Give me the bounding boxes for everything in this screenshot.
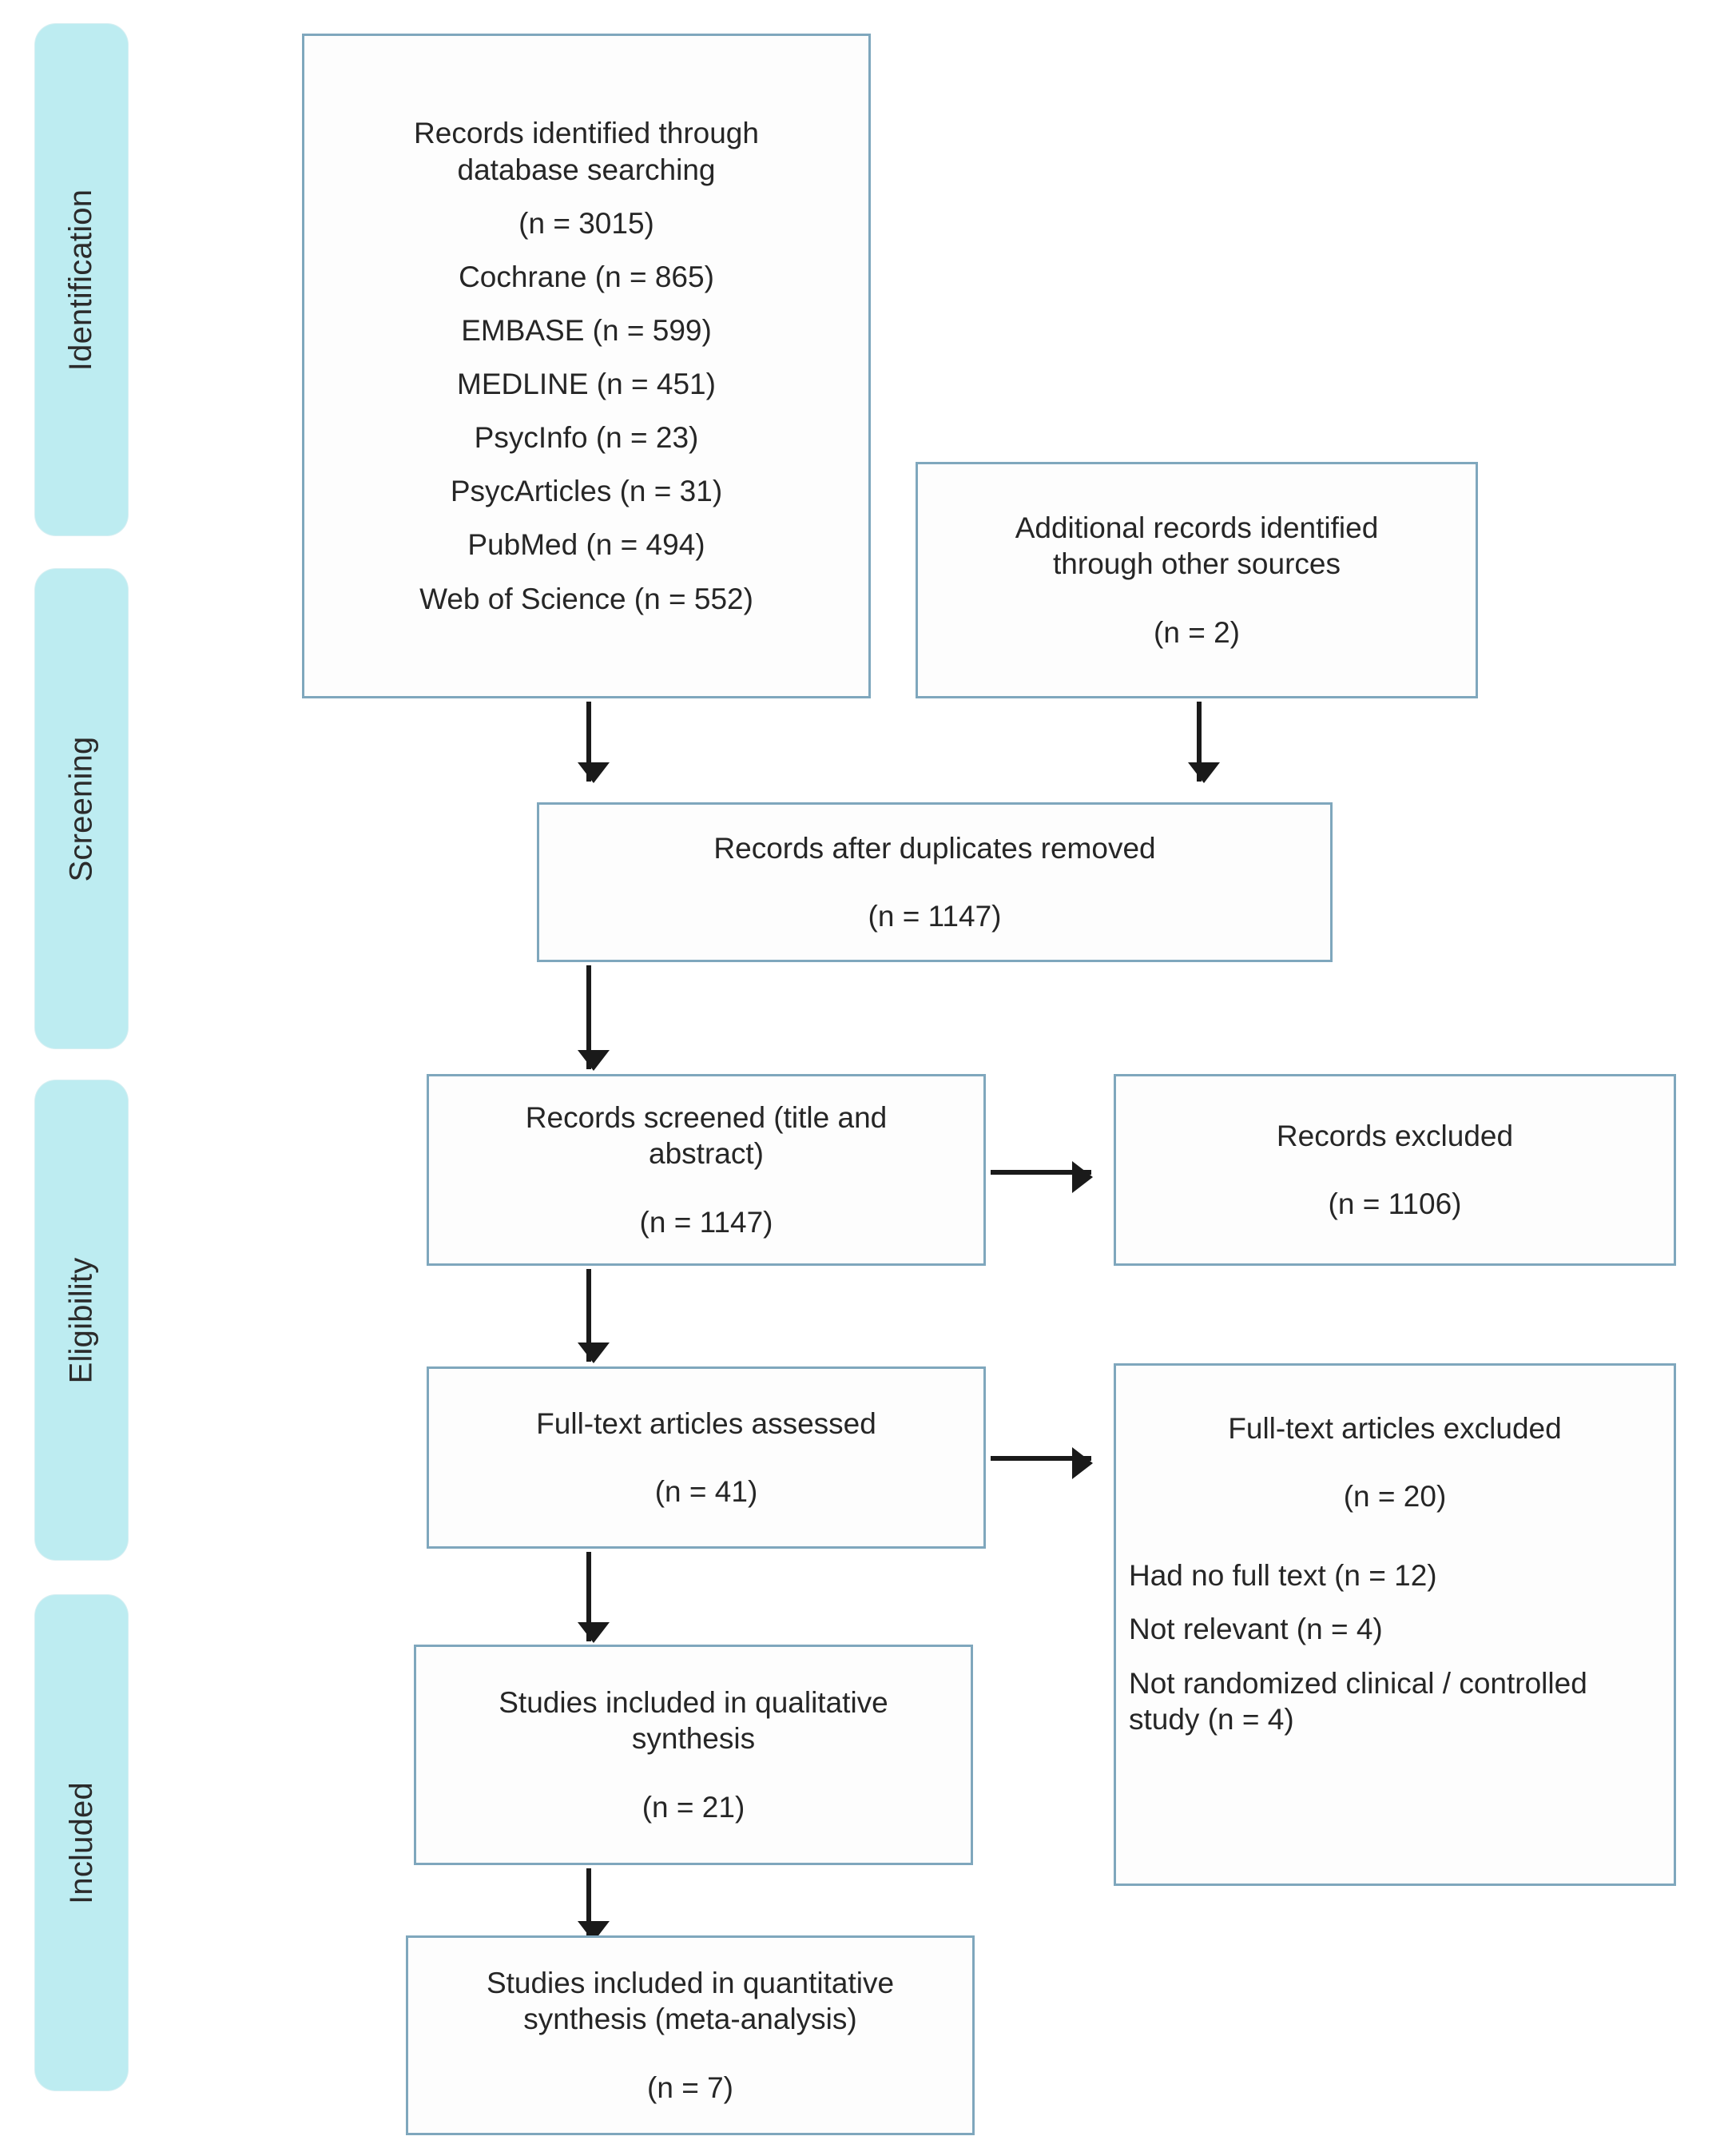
records-identified-source-psycarticles: PsycArticles (n = 31) bbox=[450, 475, 723, 508]
box-qualitative-synthesis: Studies included in qualitative synthesi… bbox=[414, 1645, 973, 1865]
connector-screened-to-excluded bbox=[991, 1161, 1093, 1193]
box-fulltext-assessed: Full-text articles assessed (n = 41) bbox=[427, 1366, 986, 1549]
box-records-screened: Records screened (title and abstract) (n… bbox=[427, 1074, 986, 1266]
connector-additional-to-dedup bbox=[1188, 702, 1220, 783]
additional-records-heading: Additional records identified through ot… bbox=[1015, 511, 1379, 581]
box-records-identified: Records identified through database sear… bbox=[302, 34, 871, 698]
records-excluded-count: (n = 1106) bbox=[1328, 1187, 1462, 1220]
fulltext-assessed-heading: Full-text articles assessed bbox=[536, 1406, 876, 1440]
fulltext-excluded-reason-not-randomized: Not randomized clinical / controlled stu… bbox=[1129, 1666, 1587, 1736]
records-identified-source-psycinfo: PsycInfo (n = 23) bbox=[474, 421, 699, 455]
box-duplicates-removed: Records after duplicates removed (n = 11… bbox=[537, 802, 1333, 962]
records-identified-source-medline: MEDLINE (n = 451) bbox=[457, 368, 716, 400]
fulltext-excluded-reason-no-full-text: Had no full text (n = 12) bbox=[1129, 1559, 1437, 1593]
stage-tab-screening: Screening bbox=[35, 569, 128, 1048]
stage-label-screening: Screening bbox=[63, 736, 99, 881]
duplicates-removed-count: (n = 1147) bbox=[868, 900, 1002, 933]
connector-identified-to-dedup bbox=[578, 702, 610, 783]
additional-records-count: (n = 2) bbox=[1154, 615, 1240, 649]
fulltext-excluded-heading: Full-text articles excluded bbox=[1228, 1412, 1562, 1445]
stage-tab-included: Included bbox=[35, 1595, 128, 2090]
records-screened-heading: Records screened (title and abstract) bbox=[525, 1101, 888, 1171]
box-quantitative-synthesis: Studies included in quantitative synthes… bbox=[406, 1935, 975, 2135]
stage-label-identification: Identification bbox=[63, 189, 99, 371]
records-excluded-heading: Records excluded bbox=[1276, 1119, 1514, 1152]
box-records-excluded: Records excluded (n = 1106) bbox=[1114, 1074, 1676, 1266]
box-additional-records: Additional records identified through ot… bbox=[916, 462, 1478, 698]
records-identified-heading: Records identified through database sear… bbox=[414, 117, 759, 186]
fulltext-excluded-reason-not-relevant: Not relevant (n = 4) bbox=[1129, 1613, 1383, 1646]
connector-screened-to-fulltext bbox=[578, 1269, 610, 1363]
duplicates-removed-heading: Records after duplicates removed bbox=[713, 831, 1156, 865]
stage-tab-identification: Identification bbox=[35, 24, 128, 535]
records-identified-source-pubmed: PubMed (n = 494) bbox=[467, 528, 705, 562]
qualitative-synthesis-count: (n = 21) bbox=[642, 1790, 745, 1824]
records-identified-source-cochrane: Cochrane (n = 865) bbox=[459, 260, 714, 293]
stage-label-included: Included bbox=[63, 1781, 99, 1904]
box-fulltext-excluded: Full-text articles excluded (n = 20) Had… bbox=[1114, 1363, 1676, 1886]
connector-fulltext-to-excluded bbox=[991, 1447, 1093, 1479]
records-screened-count: (n = 1147) bbox=[639, 1205, 773, 1239]
connector-fulltext-to-qualitative bbox=[578, 1552, 610, 1643]
records-identified-source-embase: EMBASE (n = 599) bbox=[461, 313, 712, 347]
connector-dedup-to-screened bbox=[578, 965, 610, 1071]
quantitative-synthesis-count: (n = 7) bbox=[647, 2070, 733, 2104]
connector-qualitative-to-quantitative bbox=[578, 1868, 610, 1942]
stage-label-eligibility: Eligibility bbox=[63, 1257, 99, 1383]
quantitative-synthesis-heading: Studies included in quantitative synthes… bbox=[486, 1967, 895, 2036]
stage-tab-eligibility: Eligibility bbox=[35, 1080, 128, 1560]
fulltext-assessed-count: (n = 41) bbox=[654, 1475, 758, 1508]
qualitative-synthesis-heading: Studies included in qualitative synthesi… bbox=[499, 1686, 888, 1756]
fulltext-excluded-count: (n = 20) bbox=[1343, 1480, 1447, 1514]
records-identified-source-web-of-science: Web of Science (n = 552) bbox=[419, 582, 753, 615]
records-identified-count: (n = 3015) bbox=[518, 206, 654, 240]
